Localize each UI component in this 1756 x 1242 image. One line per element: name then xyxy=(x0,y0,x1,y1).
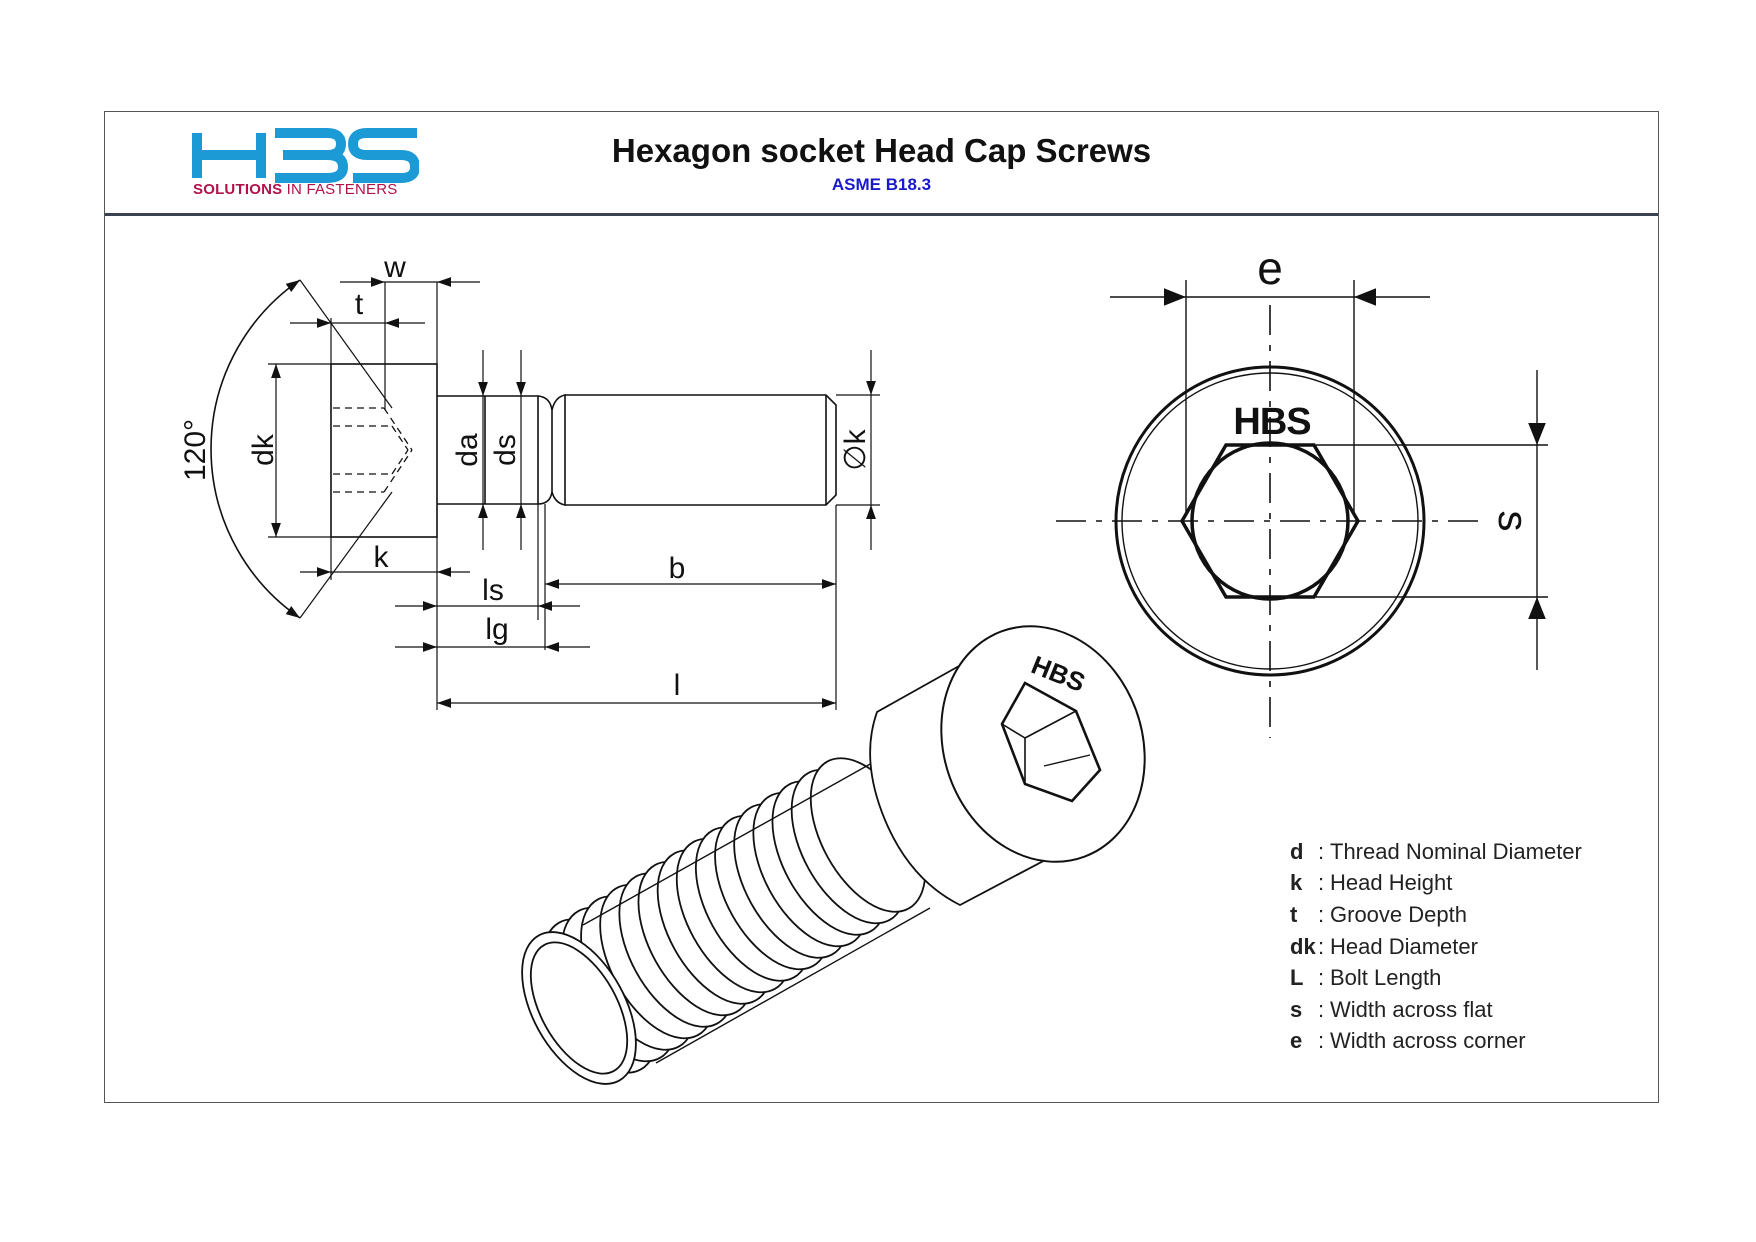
head-outline xyxy=(330,363,438,538)
legend-row: e:Width across corner xyxy=(1290,1026,1582,1058)
legend-separator: : xyxy=(1318,901,1325,927)
isometric-view xyxy=(521,625,1146,1085)
shank-outline xyxy=(565,394,837,506)
label-phi-k: ∅k xyxy=(839,428,872,470)
legend-separator: : xyxy=(1318,996,1325,1022)
top-view-labels: e s HBS xyxy=(1233,242,1537,532)
socket-hidden-lines xyxy=(333,407,413,493)
legend-row: t:Groove Depth xyxy=(1290,899,1582,931)
legend-description: Width across flat xyxy=(1330,996,1493,1022)
label-w: w xyxy=(383,251,406,284)
legend-row: dk:Head Diameter xyxy=(1290,931,1582,963)
drawing-sheet: SOLUTIONS IN FASTENERS Hexagon socket He… xyxy=(104,111,1659,1103)
label-s: s xyxy=(1490,511,1537,532)
legend-row: k:Head Height xyxy=(1290,868,1582,900)
legend-row: L:Bolt Length xyxy=(1290,962,1582,994)
label-ds: ds xyxy=(489,434,522,466)
label-e: e xyxy=(1257,242,1283,294)
top-view xyxy=(1056,280,1548,738)
legend-key: s xyxy=(1290,996,1303,1022)
top-head-mark: HBS xyxy=(1233,401,1310,443)
thread-rings xyxy=(541,757,927,1074)
label-angle: 120° xyxy=(179,419,212,481)
label-t: t xyxy=(355,288,364,321)
standard-reference: ASME B18.3 xyxy=(831,175,932,194)
centre-lines xyxy=(1056,305,1480,738)
label-lg: lg xyxy=(485,613,508,646)
side-view-labels: w t 120° dk da ds ∅k k ls lg b l xyxy=(179,251,872,702)
legend-separator: : xyxy=(1318,965,1325,991)
label-da: da xyxy=(451,433,484,467)
side-view xyxy=(210,277,880,710)
legend-key: dk xyxy=(1290,933,1316,959)
angle-arc xyxy=(210,279,301,619)
label-b: b xyxy=(669,552,686,585)
legend-key: d xyxy=(1290,838,1304,864)
legend-description: Groove Depth xyxy=(1330,901,1467,927)
legend-description: Head Height xyxy=(1330,870,1453,896)
legend-description: Width across corner xyxy=(1330,1028,1526,1054)
legend-separator: : xyxy=(1318,933,1325,959)
page-title: Hexagon socket Head Cap Screws xyxy=(611,132,1152,169)
legend-separator: : xyxy=(1318,870,1325,896)
head-top-face xyxy=(940,625,1146,863)
legend-description: Thread Nominal Diameter xyxy=(1330,838,1582,864)
legend-key: L xyxy=(1290,965,1304,991)
legend-description: Bolt Length xyxy=(1330,965,1442,991)
label-k: k xyxy=(374,541,390,574)
legend-key: k xyxy=(1290,870,1303,896)
logo-tagline: SOLUTIONS IN FASTENERS xyxy=(193,181,398,198)
label-ls: ls xyxy=(482,574,504,607)
legend-key: e xyxy=(1290,1028,1303,1054)
sheet-header: SOLUTIONS IN FASTENERS Hexagon socket He… xyxy=(105,112,1658,216)
legend-separator: : xyxy=(1318,1028,1325,1054)
legend-description: Head Diameter xyxy=(1330,933,1478,959)
legend-key: t xyxy=(1290,901,1298,927)
label-dk: dk xyxy=(247,433,280,466)
legend-row: d:Thread Nominal Diameter xyxy=(1290,836,1582,868)
hbs-logo xyxy=(192,128,419,183)
legend-separator: : xyxy=(1318,838,1325,864)
label-l: l xyxy=(674,669,681,702)
legend-row: s:Width across flat xyxy=(1290,994,1582,1026)
